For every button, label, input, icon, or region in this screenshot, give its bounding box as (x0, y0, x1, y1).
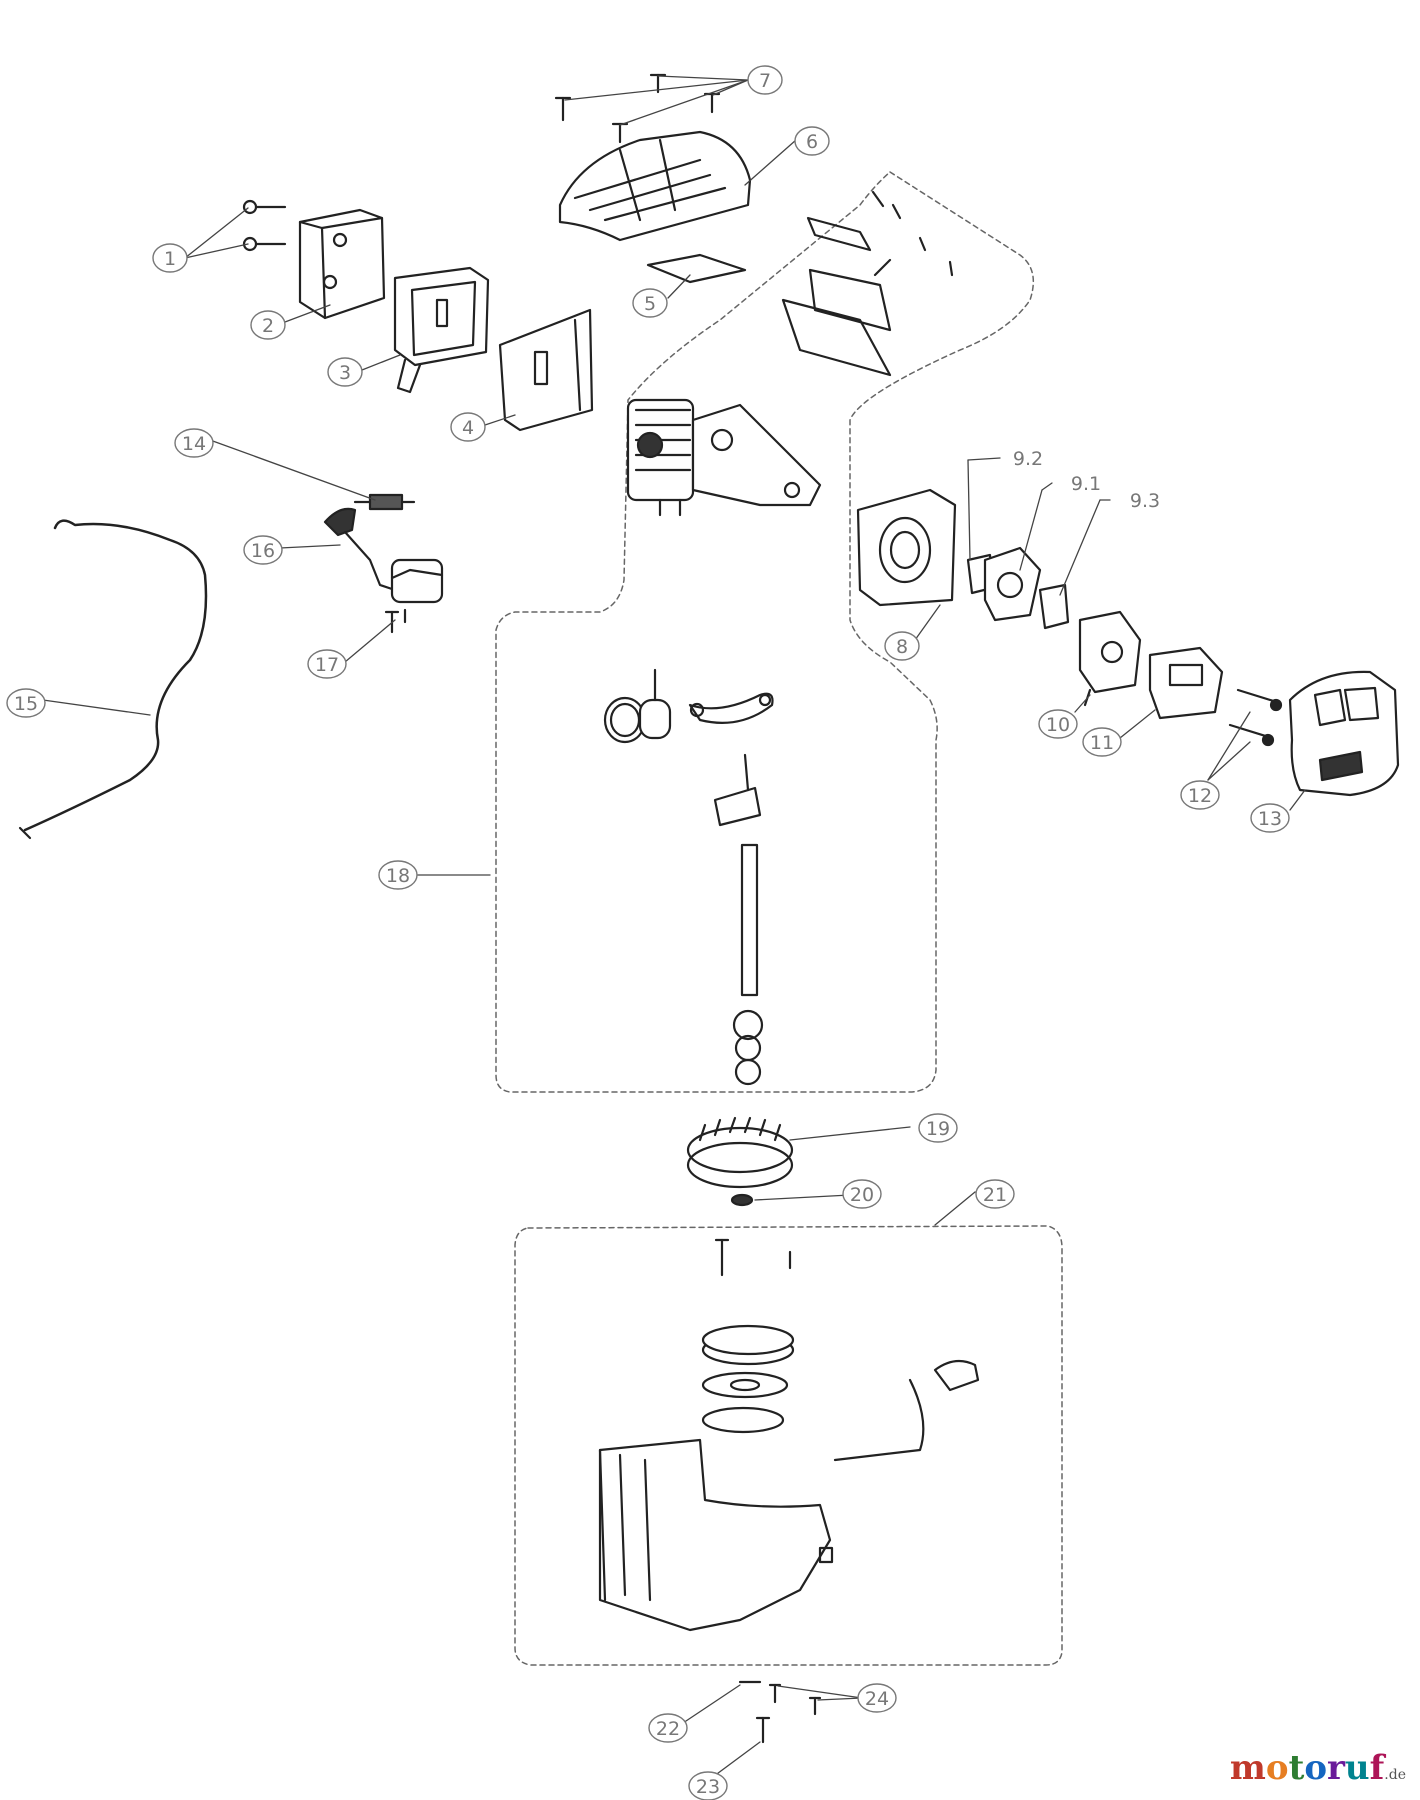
callout-10: 10 (1038, 709, 1078, 739)
part-8-intake-plate (856, 488, 957, 607)
callout-17: 17 (307, 649, 347, 679)
callout-5: 5 (632, 288, 668, 318)
callout-14-text: 14 (182, 433, 206, 455)
part-1-screws (242, 199, 287, 252)
starter-group-outline (514, 1225, 1063, 1666)
part-10-carburetor (1078, 610, 1142, 707)
brand-letter: r (1327, 1748, 1345, 1788)
callout-4: 4 (450, 412, 486, 442)
callout-9-3-text: 9.3 (1130, 490, 1160, 512)
callout-15-text: 15 (14, 693, 38, 715)
part-3-filter-element (393, 266, 490, 394)
brand-name: motoruf (1230, 1748, 1384, 1788)
part-15-ground-wire (23, 519, 208, 832)
callout-16-text: 16 (251, 540, 275, 562)
callout-18-text: 18 (386, 865, 410, 887)
callout-13: 13 (1250, 803, 1290, 833)
callout-19: 19 (918, 1113, 958, 1143)
callout-6-text: 6 (806, 131, 818, 153)
callout-9-3: 9.3 (1130, 490, 1160, 512)
parts-22-24-screws (738, 1680, 822, 1744)
callout-11-text: 11 (1090, 732, 1114, 754)
callout-10-text: 10 (1046, 714, 1070, 736)
callout-9-1: 9.1 (1071, 473, 1101, 495)
part-16-ignition-coil (323, 507, 444, 604)
part-20-nut (730, 1193, 754, 1207)
callout-1-text: 1 (164, 248, 176, 270)
callout-8: 8 (884, 631, 920, 661)
cylinder-crankcase (626, 398, 822, 517)
callout-16: 16 (243, 535, 283, 565)
callout-12-text: 12 (1188, 785, 1212, 807)
callout-23: 23 (688, 1771, 728, 1800)
part-21-starter-assembly (598, 1238, 980, 1632)
callout-11: 11 (1082, 727, 1122, 757)
part-4-back-plate (498, 308, 594, 432)
brand-letter: u (1344, 1748, 1370, 1788)
brand-letter: f (1369, 1748, 1385, 1788)
brand-suffix: .de (1384, 1767, 1406, 1783)
callout-18: 18 (378, 860, 418, 890)
callout-7-text: 7 (759, 70, 771, 92)
callout-14: 14 (174, 428, 214, 458)
callout-20: 20 (842, 1179, 882, 1209)
part-2-filter-cover (298, 208, 386, 320)
callout-13-text: 13 (1258, 808, 1282, 830)
callout-labels: 1 2 3 4 5 6 7 8 9.2 9.1 9.3 10 11 12 13 … (6, 65, 1290, 1800)
callout-2-text: 2 (262, 315, 274, 337)
brand-letter: o (1265, 1748, 1289, 1788)
part-9-3-gasket (1038, 583, 1070, 630)
callout-23-text: 23 (696, 1776, 720, 1798)
callout-19-text: 19 (926, 1118, 950, 1140)
callout-15: 15 (6, 688, 46, 718)
brand-letter: o (1304, 1748, 1327, 1788)
callout-9-2-text: 9.2 (1013, 448, 1043, 470)
callout-1: 1 (152, 243, 188, 273)
callout-8-text: 8 (896, 636, 908, 658)
callout-20-text: 20 (850, 1184, 874, 1206)
callout-17-text: 17 (315, 654, 339, 676)
callout-6: 6 (794, 126, 830, 156)
callout-24: 24 (857, 1683, 897, 1713)
callout-22-text: 22 (656, 1718, 680, 1740)
part-12-studs (1228, 688, 1283, 747)
callout-3-text: 3 (339, 362, 351, 384)
callout-9-1-text: 9.1 (1071, 473, 1101, 495)
part-11-air-box (1148, 646, 1224, 720)
head-gaskets-and-bolts (781, 190, 954, 377)
callout-21: 21 (975, 1179, 1015, 1209)
callout-12: 12 (1180, 780, 1220, 810)
part-15-wire-end (18, 826, 32, 840)
callout-9-2: 9.2 (1013, 448, 1043, 470)
part-5-gasket (646, 253, 747, 284)
brand-letter: t (1288, 1748, 1305, 1788)
part-13-filter-cover (1288, 670, 1400, 797)
callout-4-text: 4 (462, 417, 474, 439)
callout-24-text: 24 (865, 1688, 889, 1710)
brand-watermark: motoruf.de (1230, 1748, 1406, 1788)
callout-5-text: 5 (644, 293, 656, 315)
callout-22: 22 (648, 1713, 688, 1743)
part-18-piston-crank (603, 668, 774, 1086)
leader-lines (42, 75, 1306, 1786)
part-14-spark-plug (353, 493, 416, 511)
part-6-cylinder-cover (558, 130, 752, 242)
callout-3: 3 (327, 357, 363, 387)
part-17-screws (384, 608, 407, 634)
part-9-1-insulator (983, 546, 1042, 622)
cylinder-group-outline (495, 171, 1035, 1093)
part-19-flywheel (686, 1116, 794, 1189)
brand-letter: m (1229, 1748, 1266, 1788)
callout-7: 7 (747, 65, 783, 95)
callout-2: 2 (250, 310, 286, 340)
callout-21-text: 21 (983, 1184, 1007, 1206)
